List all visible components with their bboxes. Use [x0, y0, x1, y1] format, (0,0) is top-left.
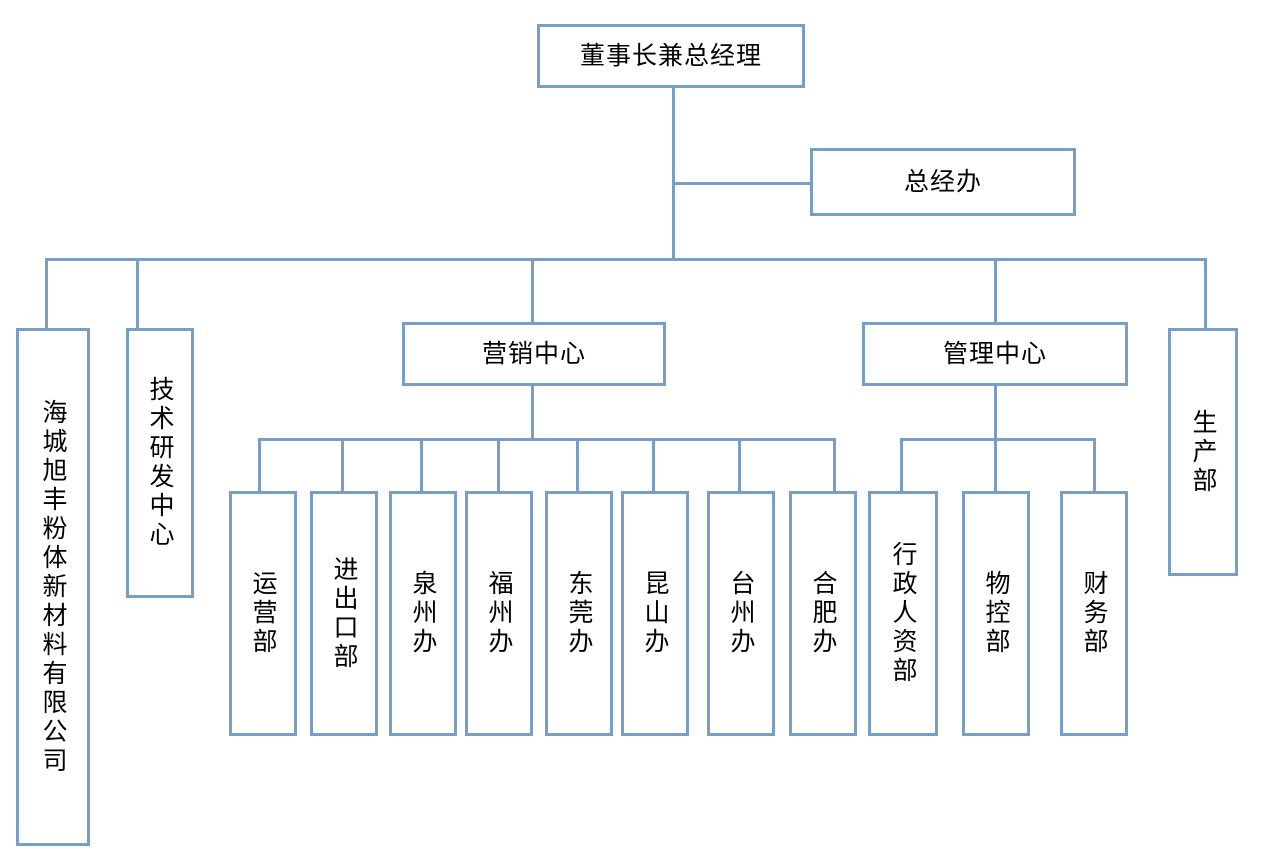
- connector-drop-marketing-child-6: [652, 438, 655, 491]
- node-marketing-child-import-export[interactable]: 进出口部: [310, 491, 378, 736]
- connector-marketing-bus: [258, 438, 836, 441]
- node-label: 行政人资部: [889, 541, 918, 686]
- node-label: 物控部: [982, 570, 1011, 657]
- node-label: 台州办: [727, 570, 756, 657]
- node-label: 运营部: [249, 570, 278, 657]
- connector-drop-marketing-child-7: [738, 438, 741, 491]
- connector-drop-production-dept: [1204, 258, 1207, 328]
- connector-drop-marketing-child-5: [576, 438, 579, 491]
- node-management-center[interactable]: 管理中心: [862, 322, 1128, 386]
- node-label: 生产部: [1189, 408, 1218, 496]
- node-management-child-material-control[interactable]: 物控部: [962, 491, 1030, 736]
- connector-drop-marketing-child-1: [258, 438, 261, 491]
- connector-main-bus: [45, 258, 1207, 261]
- node-label: 福州办: [485, 570, 514, 657]
- node-label: 财务部: [1080, 570, 1109, 657]
- connector-management-stem: [994, 386, 997, 438]
- node-marketing-child-kunshan-office[interactable]: 昆山办: [621, 491, 689, 736]
- connector-drop-rnd-center: [136, 258, 139, 328]
- connector-management-bus: [900, 438, 1096, 441]
- node-label: 管理中心: [942, 339, 1047, 368]
- node-label: 泉州办: [409, 570, 438, 657]
- node-technology-rnd-center[interactable]: 技术研发中心: [126, 328, 194, 598]
- node-label: 进出口部: [330, 555, 359, 672]
- node-marketing-child-dongguan-office[interactable]: 东莞办: [545, 491, 613, 736]
- node-label: 董事长兼总经理: [579, 41, 762, 70]
- connector-drop-management-child-3: [1093, 438, 1096, 491]
- connector-drop-marketing-child-4: [497, 438, 500, 491]
- connector-drop-management-child-2: [994, 438, 997, 491]
- connector-drop-management-center: [994, 258, 997, 322]
- node-label: 昆山办: [641, 570, 670, 657]
- node-marketing-child-hefei-office[interactable]: 合肥办: [789, 491, 857, 736]
- connector-marketing-stem: [531, 386, 534, 438]
- node-marketing-child-quanzhou-office[interactable]: 泉州办: [389, 491, 457, 736]
- node-management-child-admin-hr[interactable]: 行政人资部: [868, 491, 938, 736]
- connector-drop-marketing-child-8: [833, 438, 836, 491]
- connector-drop-marketing-center: [531, 258, 534, 322]
- connector-drop-management-child-1: [900, 438, 903, 491]
- node-general-manager-office[interactable]: 总经办: [810, 148, 1076, 216]
- node-marketing-child-taizhou-office[interactable]: 台州办: [707, 491, 775, 736]
- node-marketing-center[interactable]: 营销中心: [402, 322, 666, 386]
- connector-drop-marketing-child-3: [420, 438, 423, 491]
- node-production-dept[interactable]: 生产部: [1168, 328, 1238, 576]
- connector-drop-company: [45, 258, 48, 328]
- connector-root-to-gm-office: [672, 182, 812, 185]
- connector-drop-marketing-child-2: [341, 438, 344, 491]
- node-label: 营销中心: [481, 339, 586, 368]
- node-label: 东莞办: [565, 570, 594, 657]
- node-chairman-general-manager[interactable]: 董事长兼总经理: [537, 24, 805, 88]
- node-marketing-child-fuzhou-office[interactable]: 福州办: [465, 491, 533, 736]
- node-label: 合肥办: [809, 570, 838, 657]
- node-label: 技术研发中心: [146, 376, 175, 550]
- connector-root-trunk: [672, 88, 675, 260]
- node-label: 海城旭丰粉体新材料有限公司: [39, 398, 68, 776]
- node-label: 总经办: [903, 167, 982, 196]
- node-management-child-finance[interactable]: 财务部: [1060, 491, 1128, 736]
- node-marketing-child-operations[interactable]: 运营部: [229, 491, 297, 736]
- node-company[interactable]: 海城旭丰粉体新材料有限公司: [16, 328, 90, 846]
